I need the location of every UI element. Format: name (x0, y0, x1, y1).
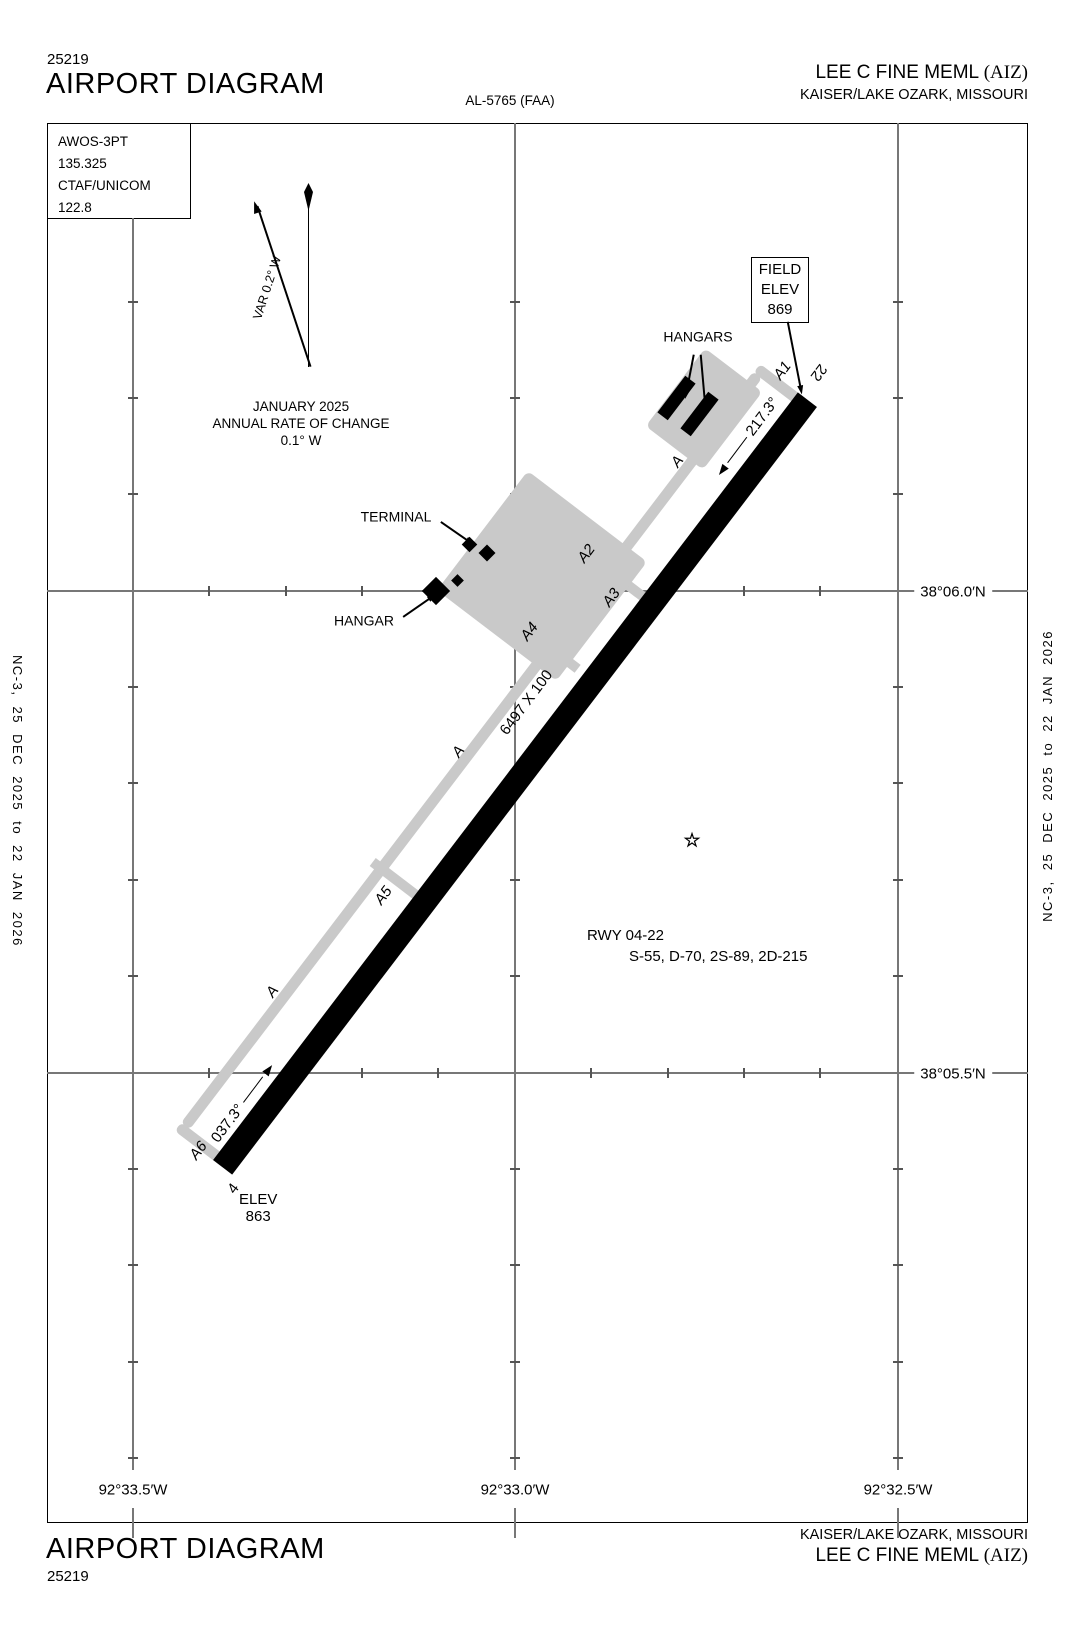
grid-tick (510, 1457, 520, 1459)
grid-tick (893, 1457, 903, 1459)
runway-end-dot (803, 389, 810, 396)
annual-line: JANUARY 2025 (252, 399, 350, 414)
grid-tick (128, 879, 138, 881)
lon-label: 92°33.0′W (474, 1481, 556, 1499)
grid-tick (128, 493, 138, 495)
grid-tick (893, 493, 903, 495)
comm-line: CTAF/UNICOM (58, 178, 151, 193)
grid-tick (743, 586, 745, 596)
comm-line: 122.8 (58, 200, 92, 215)
runway-04-elevation: ELEV 863 (239, 1191, 278, 1225)
airport-ident-text: (AIZ) (983, 1545, 1028, 1566)
grid-tick (510, 397, 520, 399)
grid-tick (361, 1068, 363, 1078)
hangar-label: HANGAR (334, 612, 394, 629)
annual-line: ANNUAL RATE OF CHANGE (212, 416, 390, 431)
grid-tick (437, 1068, 439, 1078)
longitude-gridline (132, 218, 134, 1470)
grid-tick (893, 782, 903, 784)
grid-tick (128, 1457, 138, 1459)
city-bottom: KAISER/LAKE OZARK, MISSOURI (799, 1527, 1028, 1543)
city-top: KAISER/LAKE OZARK, MISSOURI (799, 87, 1028, 103)
comm-box: AWOS-3PT 135.325 CTAF/UNICOM 122.8 (47, 123, 191, 219)
grid-tick (590, 1068, 592, 1078)
grid-tick (208, 1068, 210, 1078)
lat-label: 38°06.0′N (914, 583, 992, 601)
grid-tick (510, 1264, 520, 1266)
grid-tick (208, 586, 210, 596)
grid-tick (893, 301, 903, 303)
grid-tick (128, 686, 138, 688)
north-arrow-icon (304, 183, 313, 211)
grid-tick (819, 586, 821, 596)
arrowhead-icon (702, 403, 710, 413)
page-title-top: AIRPORT DIAGRAM (46, 68, 325, 100)
grid-tick (128, 1264, 138, 1266)
airport-ident-text: (AIZ) (983, 62, 1028, 83)
runway-data-block: RWY 04-22 S-55, D-70, 2S-89, 2D-215 (587, 927, 808, 965)
field-elev-line: FIELD (758, 261, 802, 278)
annual-rate-block: JANUARY 2025 ANNUAL RATE OF CHANGE 0.1° … (195, 398, 407, 449)
lon-label: 92°33.5′W (92, 1481, 174, 1499)
edition-text-left: NC-3, 25 DEC 2025 to 22 JAN 2026 (10, 655, 25, 947)
grid-tick (819, 1068, 821, 1078)
grid-tick (743, 1068, 745, 1078)
longitude-gridline-stub (514, 1508, 516, 1538)
lat-label: 38°05.5′N (914, 1065, 992, 1083)
map-border (47, 123, 1028, 1523)
page-title-bottom: AIRPORT DIAGRAM (46, 1533, 325, 1565)
grid-tick (667, 1068, 669, 1078)
grid-tick (510, 1361, 520, 1363)
grid-tick (893, 686, 903, 688)
airport-name-bottom: LEE C FINE MEML (AIZ) (815, 1545, 1028, 1567)
runway-designation: RWY 04-22 (587, 927, 664, 944)
grid-tick (128, 1361, 138, 1363)
grid-tick (128, 301, 138, 303)
grid-tick (893, 1361, 903, 1363)
true-north-line (307, 207, 310, 367)
grid-tick (893, 1264, 903, 1266)
grid-tick (128, 397, 138, 399)
grid-tick (510, 975, 520, 977)
grid-tick (361, 586, 363, 596)
grid-tick (510, 301, 520, 303)
field-elev-line: 869 (767, 301, 793, 318)
beacon-star-icon: ☆ (683, 830, 701, 852)
terminal-label: TERMINAL (360, 508, 432, 525)
chart-number-bottom: 25219 (47, 1568, 89, 1585)
longitude-gridline-stub (897, 1508, 899, 1538)
elev-label: ELEV (239, 1191, 278, 1208)
grid-tick (128, 975, 138, 977)
annual-line: 0.1° W (280, 433, 322, 448)
field-elev-box: FIELD ELEV 869 (751, 257, 809, 323)
longitude-gridline (897, 123, 899, 1470)
grid-tick (893, 397, 903, 399)
edition-text-right: NC-3, 25 DEC 2025 to 22 JAN 2026 (1040, 630, 1055, 922)
airport-name-text: LEE C FINE MEML (815, 62, 979, 83)
latitude-gridline (47, 1072, 1028, 1074)
grid-tick (893, 975, 903, 977)
grid-tick (510, 879, 520, 881)
grid-tick (893, 879, 903, 881)
elev-value: 863 (245, 1207, 271, 1225)
grid-tick (510, 1168, 520, 1170)
comm-line: AWOS-3PT (58, 134, 129, 149)
al-number: AL-5765 (FAA) (465, 93, 555, 108)
lon-label: 92°32.5′W (857, 1481, 939, 1499)
longitude-gridline-stub (132, 1508, 134, 1538)
grid-tick (285, 586, 287, 596)
grid-tick (128, 1168, 138, 1170)
field-elev-line: ELEV (760, 281, 800, 298)
runway-ratings: S-55, D-70, 2S-89, 2D-215 (629, 947, 808, 965)
grid-tick (893, 1168, 903, 1170)
airport-name-top: LEE C FINE MEML (AIZ) (815, 62, 1028, 84)
hangars-label: HANGARS (663, 328, 733, 345)
airport-name-text: LEE C FINE MEML (815, 1545, 979, 1566)
comm-line: 135.325 (58, 156, 107, 171)
grid-tick (128, 782, 138, 784)
chart-number-top: 25219 (47, 51, 89, 68)
